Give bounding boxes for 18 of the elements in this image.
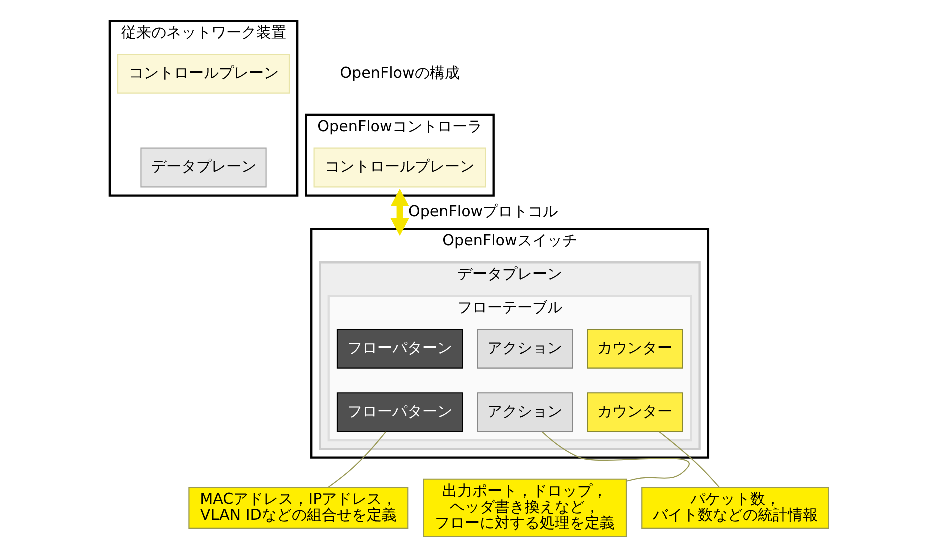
connector: [328, 432, 386, 488]
connector: [542, 432, 690, 482]
node-box: カウンター: [587, 392, 684, 432]
node-box: パケット数，バイト数などの統計情報: [642, 486, 830, 529]
connector: [659, 432, 720, 488]
node-box: データプレーン: [140, 148, 267, 188]
node-box: コントロールプレーン: [314, 148, 486, 188]
node-box: アクション: [477, 392, 574, 432]
edge-label: OpenFlowプロトコル: [408, 202, 558, 220]
label: OpenFlowの構成: [340, 64, 460, 82]
arrow: [390, 188, 410, 236]
node-box: コントロールプレーン: [118, 54, 290, 94]
node-box: フローパターン: [336, 392, 464, 432]
node-box: アクション: [477, 328, 574, 369]
node-box: カウンター: [587, 328, 684, 369]
node-box: 出力ポート，ドロップ，ヘッダ書き換えなど，フローに対する処理を定義: [423, 478, 628, 538]
node-box: MACアドレス，IPアドレス，VLAN IDなどの組合せを定義: [188, 486, 409, 529]
node-box: フローパターン: [336, 328, 464, 369]
